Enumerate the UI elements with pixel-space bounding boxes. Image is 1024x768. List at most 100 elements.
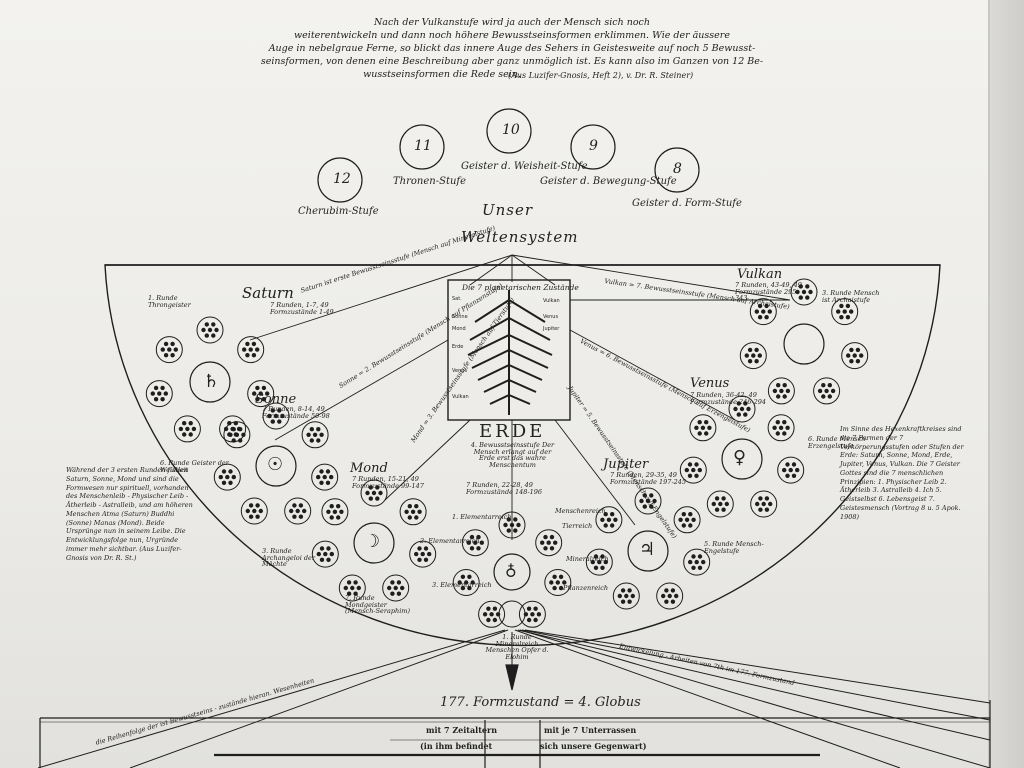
form-dot [805, 295, 810, 300]
form-dot [691, 467, 696, 473]
form-dot [681, 523, 686, 528]
form-dot [764, 507, 770, 512]
form-dot [319, 557, 325, 562]
center-box-title: Die 7 planetarischen Zustände [462, 283, 579, 292]
round-circle-saturn-1 [196, 316, 224, 344]
round-circle-sonne-5 [240, 497, 268, 525]
form-dot [746, 406, 751, 412]
form-dot [849, 359, 854, 364]
form-dot [464, 580, 469, 585]
form-dot [513, 517, 518, 522]
form-dot [795, 289, 800, 295]
form-dot [153, 397, 159, 402]
form-dot [396, 580, 402, 585]
form-dot [704, 431, 709, 436]
form-dot [688, 559, 693, 565]
form-dot [739, 406, 745, 412]
realm-bottom: 1. Runde Mineralreich Menschen Opfer d. … [485, 633, 549, 661]
planet-name-sonne: Sonne [255, 392, 297, 407]
form-dot [460, 585, 466, 591]
form-dot [782, 467, 787, 473]
form-dot [558, 585, 564, 591]
form-dot [289, 508, 294, 514]
stage-circle-12 [317, 157, 363, 203]
form-dot [798, 295, 803, 300]
form-dot [523, 612, 529, 617]
planet-centre-mond [353, 522, 395, 564]
form-dot [859, 353, 864, 358]
form-dot [736, 412, 741, 417]
form-dot [533, 606, 538, 611]
form-dot [764, 303, 769, 309]
realm-3: 3. Elementarreich [432, 581, 492, 589]
form-dot [743, 401, 748, 406]
form-dot [593, 565, 599, 570]
stage-label-10: Geister d. Weisheit-Stufe [461, 161, 588, 172]
round-circle-sonne-1 [262, 402, 290, 430]
realm-5: Pflanzenreich [563, 584, 609, 592]
planet-info-mond: 7 Runden, 15-21, 49 Formzustände 99-147 [352, 475, 424, 490]
form-dot [228, 480, 233, 485]
form-dot [670, 599, 676, 604]
form-dot [423, 546, 429, 551]
round-circle-vulkan-5 [767, 377, 795, 405]
realm-6: Tierreich [562, 522, 593, 530]
form-dot [776, 394, 781, 399]
form-dot [248, 503, 254, 508]
bottom-line-4: sich unsere Gegenwart) [540, 741, 647, 751]
form-dot [228, 432, 233, 437]
form-dot [649, 504, 654, 509]
form-dot [733, 406, 738, 412]
round-circle-vulkan-3 [841, 342, 869, 370]
form-dot [277, 419, 282, 424]
round-label-mond: 3. Runde Archangeloi der Mächte [262, 547, 315, 568]
form-dot [265, 391, 270, 396]
round-circle-sonne-4 [284, 497, 312, 525]
round-circle-sonne-3 [311, 463, 339, 491]
form-dot [845, 303, 851, 309]
form-dot [684, 517, 690, 522]
form-dot [228, 469, 233, 474]
form-dot [346, 580, 352, 585]
form-dot [350, 585, 355, 591]
form-dot [664, 599, 669, 604]
form-dot [185, 426, 190, 432]
form-dot [188, 421, 193, 426]
form-dot [309, 438, 314, 443]
form-dot [160, 347, 165, 352]
intro-line-1: Nach der Vulkanstufe wird ja auch der Me… [373, 17, 650, 28]
form-dot [255, 385, 260, 391]
form-dot [336, 515, 341, 520]
form-dot [298, 503, 304, 508]
form-dot [225, 474, 230, 480]
form-dot [238, 427, 243, 432]
form-dot [639, 498, 644, 504]
form-dot [163, 391, 168, 396]
form-dot [779, 388, 784, 394]
form-dot [630, 593, 635, 599]
form-dot [830, 388, 836, 394]
form-dot [368, 496, 373, 501]
form-dot [201, 327, 206, 333]
form-dot [687, 473, 693, 478]
form-dot [549, 546, 555, 551]
round-circle-jupiter-5 [612, 582, 640, 610]
form-dot [221, 469, 227, 474]
form-dot [251, 341, 257, 347]
form-dot [768, 501, 773, 507]
form-dot [552, 574, 557, 579]
round-circle-venus-4 [750, 490, 778, 518]
form-dot [782, 394, 787, 399]
form-dot [721, 496, 726, 501]
svg-text:Sonne: Sonne [452, 314, 468, 320]
round-circle-saturn-7 [155, 336, 183, 364]
form-dot [252, 508, 257, 514]
svg-text:Vulkan: Vulkan [543, 298, 560, 304]
form-dot [610, 523, 615, 528]
form-dot [600, 554, 605, 559]
form-dot [325, 469, 331, 474]
form-dot [808, 289, 813, 295]
planet-name-venus: Venus [690, 376, 730, 391]
round-circle-mond-7 [321, 498, 349, 526]
form-dot [674, 593, 679, 599]
